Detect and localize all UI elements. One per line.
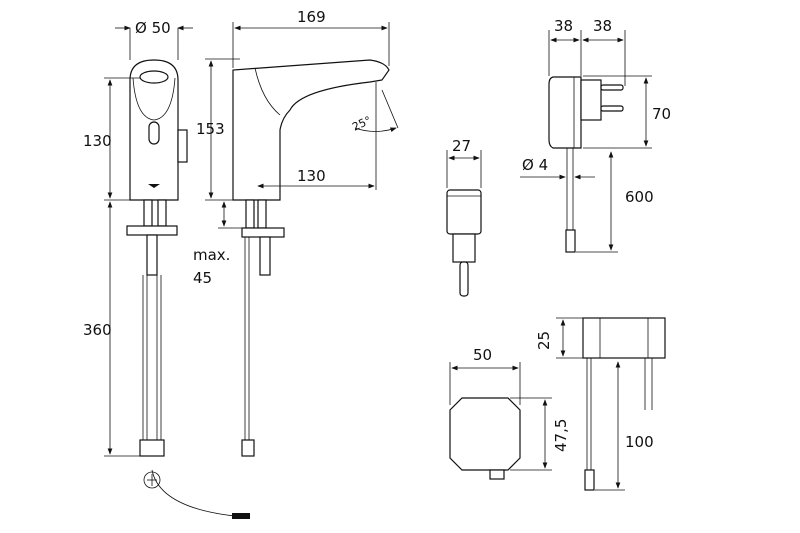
dim-front-diameter: Ø 50 <box>135 19 171 37</box>
faucet-front-view <box>126 59 250 519</box>
dim-max-label: max. <box>193 246 230 264</box>
faucet-side-view <box>232 59 390 457</box>
dim-front-height: 130 <box>83 132 112 150</box>
dim-adapter-depth-b: 38 <box>593 17 612 35</box>
control-box-side-view: 25 100 <box>535 317 666 491</box>
dim-pipe-length: 360 <box>83 321 112 339</box>
dim-side-height: 153 <box>196 120 225 138</box>
front-dimensions: Ø 50 130 360 <box>83 19 193 457</box>
dim-adapter-height: 70 <box>652 105 671 123</box>
dim-spout-reach: 130 <box>297 167 326 185</box>
dim-box-depth: 25 <box>535 331 553 350</box>
dim-plug-width: 27 <box>452 137 471 155</box>
dim-max-value: 45 <box>193 269 212 287</box>
dim-cable-length: 600 <box>625 188 654 206</box>
dim-side-length: 169 <box>297 8 326 26</box>
dim-box-height: 47,5 <box>552 419 570 452</box>
control-box-front-view: 50 47,5 <box>449 346 570 480</box>
dim-spout-angle: 25° <box>350 114 373 134</box>
side-dimensions: 169 153 130 25° max. 45 <box>193 8 399 287</box>
dim-cable-diameter: Ø 4 <box>522 156 548 174</box>
dim-box-width: 50 <box>473 346 492 364</box>
power-plug-front-view: 27 <box>446 137 482 297</box>
dim-box-cable-length: 100 <box>625 433 654 451</box>
dim-adapter-depth-a: 38 <box>554 17 573 35</box>
power-adapter-side-view: 38 38 70 Ø 4 600 <box>520 17 671 253</box>
